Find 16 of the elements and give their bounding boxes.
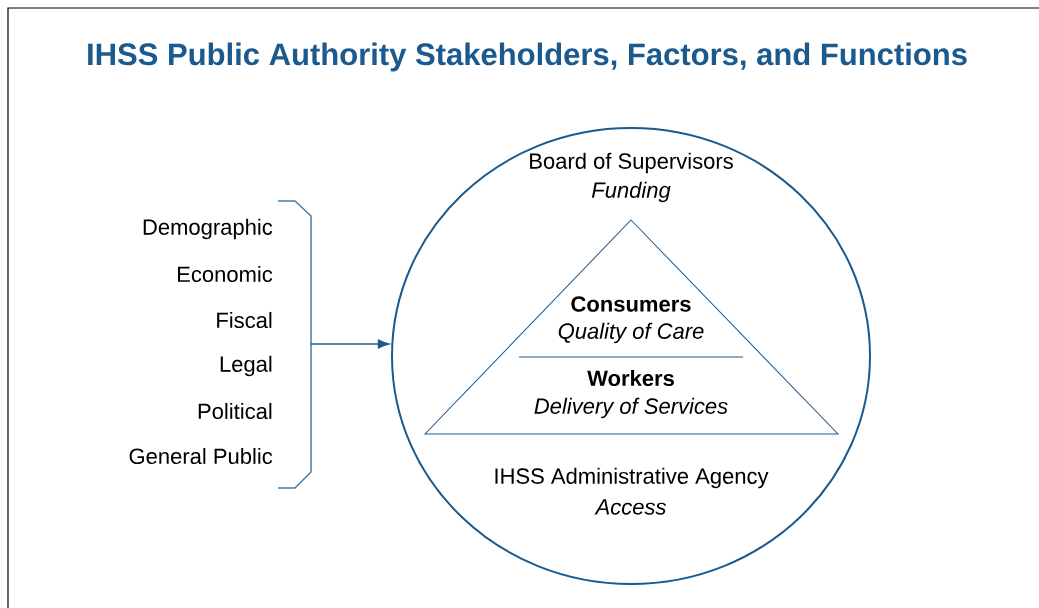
stakeholder-name: Workers: [587, 369, 674, 387]
function-label: Quality of Care: [558, 322, 704, 344]
arrow: [310, 339, 390, 349]
factor-label: General Public: [129, 447, 273, 465]
title: IHSS Public Authority Stakeholders, Factors, and Functions: [88, 42, 967, 72]
factor-label: Fiscal: [217, 311, 272, 329]
function-label: Funding: [591, 181, 671, 203]
function-label: Delivery of Services: [534, 397, 728, 419]
stakeholder-name: Board of Supervisors: [530, 152, 733, 174]
factor-label: Political: [198, 402, 272, 420]
stakeholder-name: IHSS Administrative Agency: [495, 467, 769, 489]
factor-label: Legal: [220, 355, 272, 377]
factor-label: Economic: [178, 265, 273, 283]
function-label: Access: [594, 499, 666, 515]
stakeholder-name: Consumers: [571, 296, 691, 312]
factor-label: Demographic: [143, 218, 273, 240]
